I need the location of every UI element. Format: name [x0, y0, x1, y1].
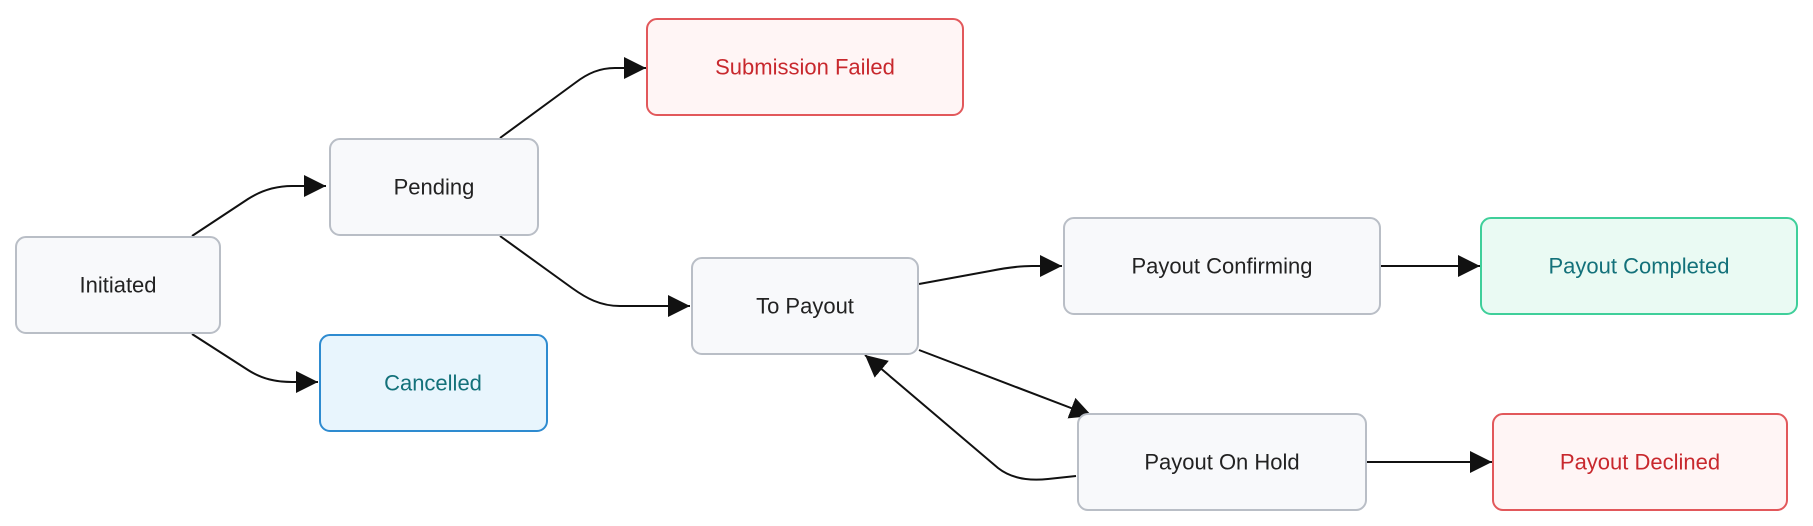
- edge-to-payout-to-payout-confirming: [918, 255, 1062, 285]
- node-label: Submission Failed: [715, 55, 895, 80]
- node-label: Cancelled: [384, 371, 482, 396]
- node-payout-confirming[interactable]: Payout Confirming: [1063, 217, 1381, 315]
- node-to-payout[interactable]: To Payout: [691, 257, 919, 355]
- node-label: To Payout: [756, 294, 854, 319]
- node-pending[interactable]: Pending: [329, 138, 539, 236]
- node-submission-failed[interactable]: Submission Failed: [646, 18, 964, 116]
- node-cancelled[interactable]: Cancelled: [319, 334, 548, 432]
- edge-to-payout-to-payout-on-hold: [918, 349, 1093, 419]
- edge-pending-to-to-payout: [499, 235, 690, 317]
- node-label: Payout Confirming: [1132, 254, 1313, 279]
- node-label: Initiated: [79, 273, 156, 298]
- edges: [191, 57, 1492, 481]
- node-payout-declined[interactable]: Payout Declined: [1492, 413, 1788, 511]
- edge-initiated-to-cancelled: [191, 333, 318, 393]
- node-label: Payout On Hold: [1144, 450, 1299, 475]
- node-label: Pending: [394, 175, 475, 200]
- node-initiated[interactable]: Initiated: [15, 236, 221, 334]
- node-payout-on-hold[interactable]: Payout On Hold: [1077, 413, 1367, 511]
- node-payout-completed[interactable]: Payout Completed: [1480, 217, 1798, 315]
- node-label: Payout Completed: [1549, 254, 1730, 279]
- node-label: Payout Declined: [1560, 450, 1720, 475]
- edge-pending-to-submission-failed: [499, 57, 646, 139]
- edge-initiated-to-pending: [191, 175, 326, 237]
- edge-payout-on-hold-to-to-payout: [864, 354, 1077, 481]
